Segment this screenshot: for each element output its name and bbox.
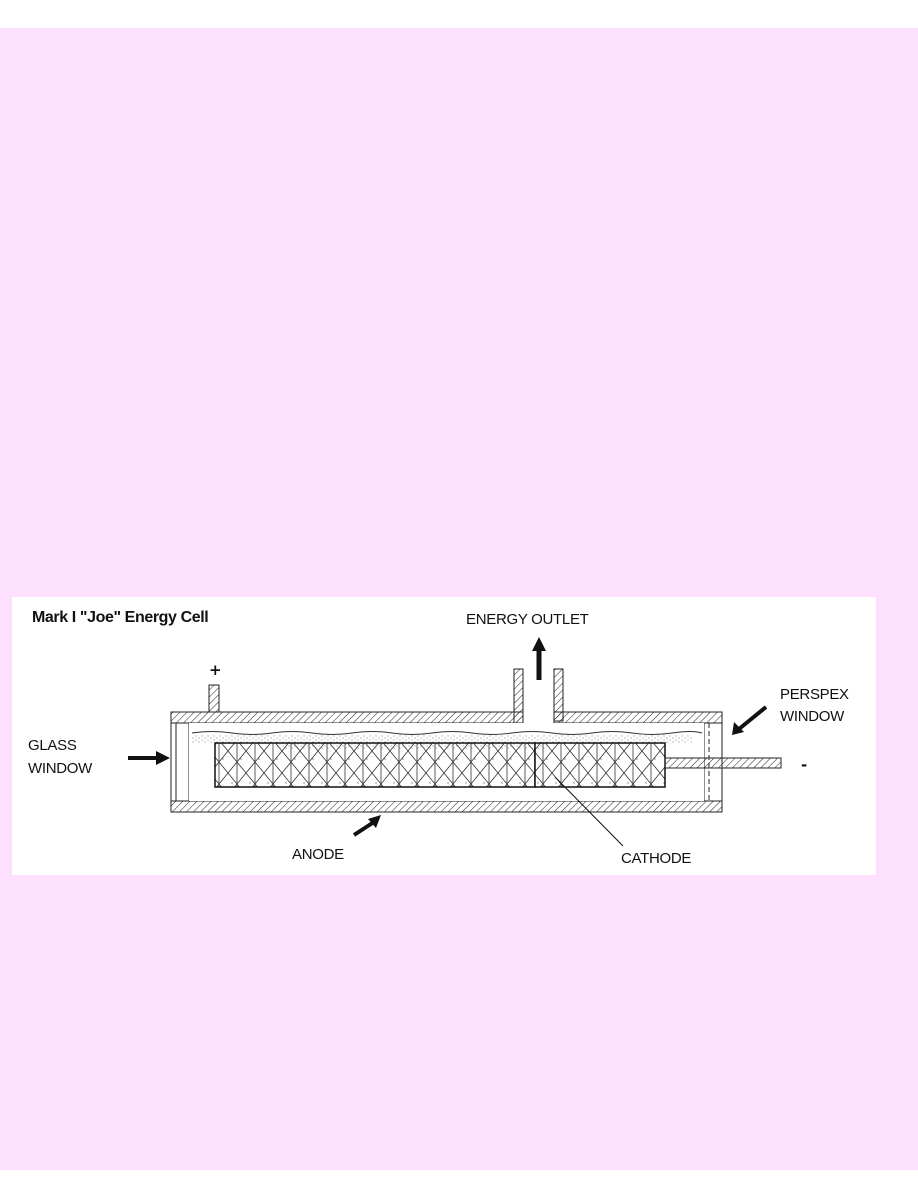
glass-window-label-line2: WINDOW [28, 760, 93, 777]
energy-outlet-label: ENERGY OUTLET [466, 611, 589, 628]
negative-terminal-rod [664, 757, 782, 769]
negative-terminal-label: - [801, 756, 807, 774]
glass-window [170, 722, 190, 802]
anode-top-wall [170, 711, 723, 724]
cathode-label: CATHODE [621, 850, 691, 867]
perspex-window-label-line2: WINDOW [780, 708, 845, 725]
electrolyte-particles [192, 735, 692, 743]
positive-terminal-label: + [209, 661, 222, 679]
energy-cell-diagram: Mark I "Joe" Energy Cell ENERGY OUTLET + [12, 597, 876, 875]
glass-window-arrow [128, 751, 170, 765]
cathode-leader-line [554, 776, 624, 847]
cathode-stack [214, 742, 666, 788]
anode-bottom-wall [170, 800, 723, 813]
energy-outlet-arrow [532, 637, 546, 680]
perspex-window-arrow [732, 705, 768, 735]
perspex-window-label-line1: PERSPEX [780, 686, 849, 703]
anode-label: ANODE [292, 846, 344, 863]
diagram-title: Mark I "Joe" Energy Cell [32, 609, 208, 626]
anode-arrow [352, 815, 381, 837]
page-background: Mark I "Joe" Energy Cell ENERGY OUTLET + [0, 28, 918, 1170]
positive-terminal [208, 684, 220, 713]
glass-window-label-line1: GLASS [28, 737, 77, 754]
electrolyte-surface [191, 731, 703, 735]
